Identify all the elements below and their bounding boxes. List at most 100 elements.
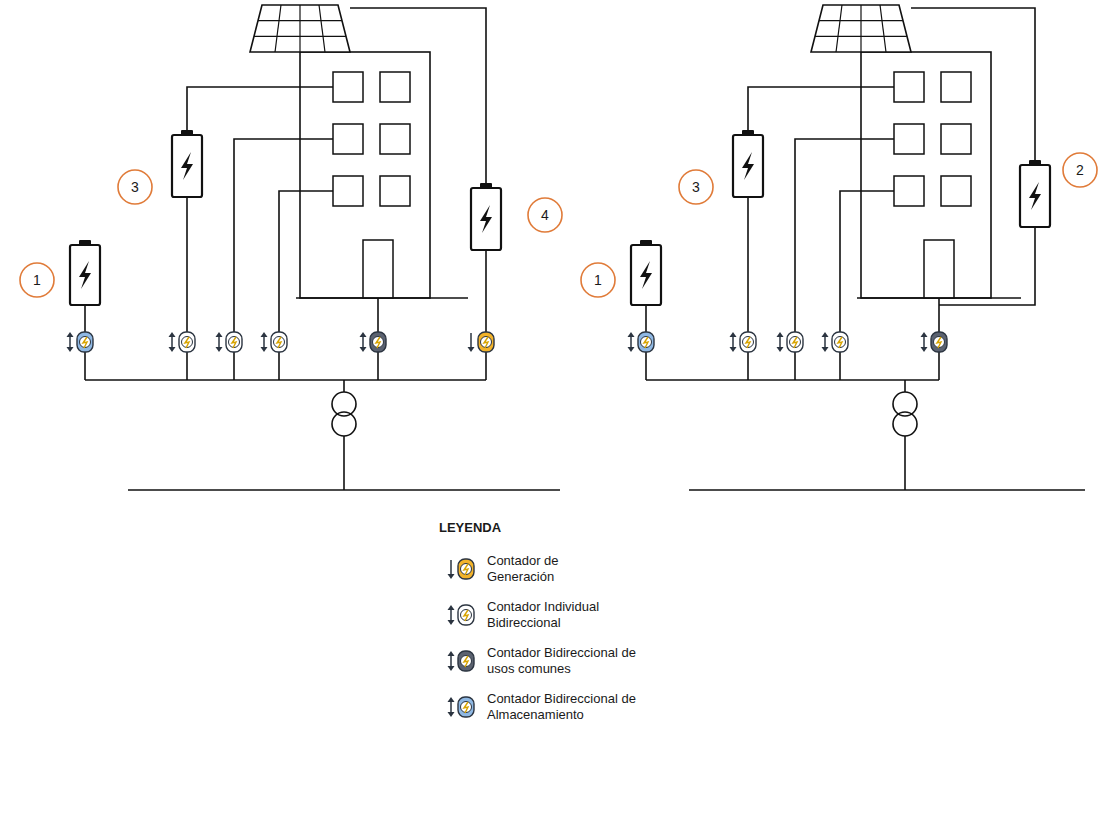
grid-line — [128, 489, 560, 491]
legend-swatch — [458, 651, 474, 671]
arrow-head — [730, 347, 737, 352]
legend-text: Contador Individual Bidireccional — [487, 599, 617, 631]
callout-circle — [20, 263, 54, 297]
arrow-head — [777, 332, 784, 337]
individual-meter — [730, 332, 757, 352]
arrow-head — [921, 347, 928, 352]
dwelling-window — [380, 124, 410, 154]
arrow-head — [216, 332, 223, 337]
meter-dial — [481, 337, 492, 348]
meter-bolt — [937, 337, 941, 348]
building-door — [924, 240, 954, 298]
callout-circle — [118, 170, 152, 204]
legend-text: Contador de Generación — [487, 553, 582, 585]
arrow-shaft — [630, 336, 632, 348]
callout-number: 2 — [1076, 162, 1084, 178]
meter-dial — [182, 337, 193, 348]
meter-body — [271, 332, 287, 352]
common-meter — [360, 332, 387, 352]
callout-number: 3 — [692, 179, 700, 195]
panel-grid — [880, 5, 886, 52]
meter-dial — [461, 702, 472, 713]
arrow-head — [468, 347, 475, 352]
individual-meter — [169, 332, 196, 352]
arrow-shaft — [263, 336, 265, 348]
meter-bolt — [185, 337, 189, 348]
storage-meter — [67, 332, 94, 352]
building-door — [363, 240, 393, 298]
wire — [795, 139, 894, 342]
panel-grid — [275, 5, 281, 52]
dwelling-window — [894, 72, 924, 102]
legend-title: LEYENDA — [439, 520, 501, 535]
panel-grid — [299, 5, 300, 52]
arrow-shaft — [450, 655, 452, 667]
arrow-head — [169, 347, 176, 352]
meter-dial — [461, 610, 472, 621]
arrow-head — [67, 347, 74, 352]
meter-bolt — [464, 610, 468, 621]
lightning-bolt — [480, 205, 492, 233]
arrow-head — [360, 347, 367, 352]
arrow-head — [822, 332, 829, 337]
meter-dial — [373, 337, 384, 348]
individual-meter — [777, 332, 804, 352]
dwelling-window — [894, 124, 924, 154]
arrow-head — [448, 574, 455, 579]
meter-body — [740, 332, 756, 352]
lightning-bolt — [640, 261, 652, 289]
meter-body — [787, 332, 803, 352]
arrow-head — [169, 332, 176, 337]
panel-grid — [819, 20, 903, 21]
arrow-head — [628, 332, 635, 337]
arrow-head — [921, 332, 928, 337]
lightning-bolt — [79, 261, 91, 289]
arrow-head — [448, 620, 455, 625]
battery-symbol — [631, 240, 661, 305]
meter-dial — [641, 337, 652, 348]
arrow-head — [448, 697, 455, 702]
legend-meter — [448, 697, 475, 717]
arrow-head — [730, 332, 737, 337]
transformer-coil — [332, 412, 356, 436]
arrow-shaft — [732, 336, 734, 348]
wire — [939, 228, 1035, 305]
arrow-head — [216, 347, 223, 352]
wire — [904, 436, 906, 490]
arrow-shaft — [171, 336, 173, 348]
battery-body — [631, 245, 661, 305]
panel-grid — [254, 36, 346, 37]
meter-bolt — [746, 337, 750, 348]
panel-outline — [250, 5, 350, 52]
meter-body — [931, 332, 947, 352]
wire — [748, 87, 894, 131]
panel-grid — [836, 5, 842, 52]
wire — [343, 436, 345, 490]
individual-meter — [822, 332, 849, 352]
meter-dial — [461, 656, 472, 667]
panel-grid — [258, 20, 342, 21]
legend-swatch — [458, 605, 474, 625]
dwelling-window — [333, 72, 363, 102]
dwelling-window — [333, 124, 363, 154]
distribution-bus — [646, 379, 939, 381]
meter-dial — [461, 564, 472, 575]
meter-dial — [80, 337, 91, 348]
wire — [343, 380, 345, 392]
battery-body — [733, 135, 763, 197]
wire — [747, 198, 749, 342]
lightning-bolt — [1029, 182, 1041, 210]
arrow-shaft — [450, 701, 452, 713]
callout-circle — [581, 263, 615, 297]
common-meter — [921, 332, 948, 352]
battery-symbol — [1020, 160, 1050, 227]
legend-meter — [448, 559, 475, 579]
arrow-head — [822, 347, 829, 352]
battery-symbol — [70, 240, 100, 305]
building — [300, 52, 430, 298]
legend-swatch — [458, 697, 474, 717]
panel-outline — [811, 5, 911, 52]
dwelling-window — [380, 72, 410, 102]
individual-meter — [261, 332, 288, 352]
arrow-head — [261, 332, 268, 337]
